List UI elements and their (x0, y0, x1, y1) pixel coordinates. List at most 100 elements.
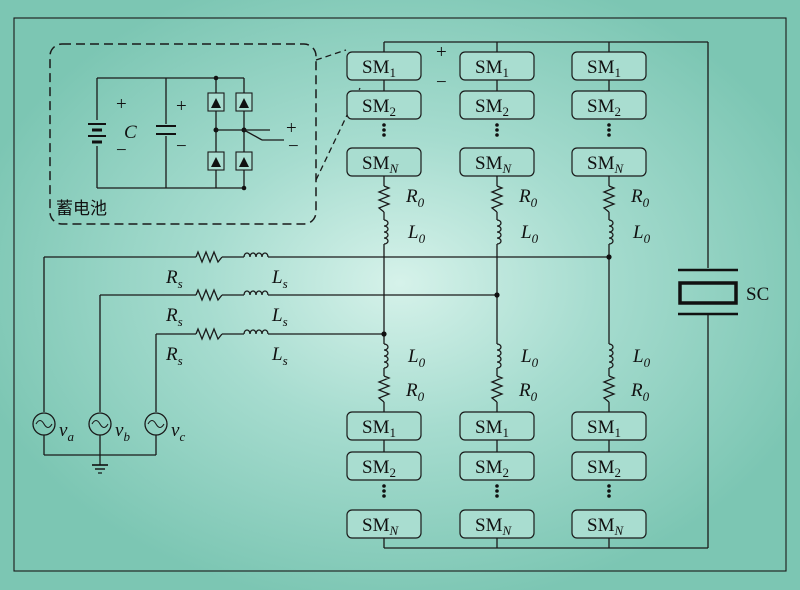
ellipsis-dot (607, 123, 611, 127)
ellipsis-dot (607, 128, 611, 132)
ellipsis-dot (382, 133, 386, 137)
source-label: vc (171, 420, 185, 444)
resistor-rs (195, 327, 223, 341)
sm-module: SM1 (459, 51, 535, 81)
ellipsis-dot (495, 494, 499, 498)
plus-sign-sm: + (436, 42, 447, 63)
sm-label: SM2 (362, 96, 396, 119)
ellipsis-dot (495, 484, 499, 488)
r0-label: R0 (518, 186, 538, 210)
inductor-l0 (608, 219, 614, 245)
sm-module: SM2 (346, 451, 422, 481)
supercapacitor (678, 268, 738, 316)
inductor-ls (243, 252, 269, 258)
plus-sign-battery: + (116, 94, 127, 115)
minus-sign-cap: − (176, 136, 187, 157)
minus-sign-sm: − (436, 72, 447, 93)
l0-label: L0 (632, 222, 651, 246)
ellipsis-dot (382, 484, 386, 488)
arm-impedance-layer (377, 176, 616, 412)
resistor-rs (195, 250, 223, 264)
resistor-r0 (602, 185, 616, 213)
sm-module: SMN (346, 147, 422, 177)
r0-label: R0 (405, 186, 425, 210)
resistor-r0 (602, 375, 616, 403)
l0-label: L0 (632, 346, 651, 370)
resistor-r0 (490, 375, 504, 403)
plus-sign-output: + (286, 118, 297, 139)
sm-label: SM1 (475, 417, 509, 440)
sm-label: SMN (587, 153, 624, 176)
sm-label: SM2 (362, 457, 396, 480)
l0-label: L0 (407, 222, 426, 246)
sm-label: SM2 (475, 457, 509, 480)
ellipsis-dot (382, 128, 386, 132)
inductor-ls (243, 329, 269, 335)
ellipsis-dot (607, 484, 611, 488)
r0-label: R0 (630, 380, 650, 404)
ellipsis-dot (607, 133, 611, 137)
sm-module: SMN (571, 509, 647, 539)
r0-label: R0 (405, 380, 425, 404)
sm-module: SMN (459, 147, 535, 177)
rs-label: Rs (165, 267, 183, 291)
submodule-layer: SM1SM2SMNSM1SM2SMNSM1SM2SMNSM1SM2SMNSM1S… (346, 42, 647, 548)
sm-label: SMN (475, 515, 512, 538)
ellipsis-dot (382, 123, 386, 127)
sm-module: SM2 (346, 90, 422, 120)
l0-label: L0 (520, 222, 539, 246)
ls-label: Ls (271, 305, 288, 329)
ellipsis-dot (495, 123, 499, 127)
zoom-line-top (315, 49, 347, 61)
resistor-r0 (377, 185, 391, 213)
sm-module: SMN (459, 509, 535, 539)
sm-module: SMN (346, 509, 422, 539)
sm-label: SM1 (587, 57, 621, 80)
l0-label: L0 (520, 346, 539, 370)
sm-module: SMN (571, 147, 647, 177)
plus-sign-cap: + (176, 96, 187, 117)
inductor-l0 (496, 219, 502, 245)
ls-label: Ls (271, 267, 288, 291)
inductor-l0 (383, 343, 389, 369)
ellipsis-dot (495, 489, 499, 493)
sm-module: SM2 (459, 90, 535, 120)
ellipsis-dot (607, 489, 611, 493)
sm-label: SMN (475, 153, 512, 176)
sm-label: SMN (587, 515, 624, 538)
ellipsis-dot (495, 133, 499, 137)
minus-sign-output: − (288, 136, 299, 157)
battery-inset (49, 43, 361, 225)
rs-label: Rs (165, 344, 183, 368)
minus-sign-battery: − (116, 140, 127, 161)
resistor-rs (195, 288, 223, 302)
ac-impedance-layer (195, 250, 612, 341)
source-label: vb (115, 420, 130, 444)
r0-label: R0 (518, 380, 538, 404)
resistor-r0 (490, 185, 504, 213)
inductor-l0 (496, 343, 502, 369)
sm-label: SM1 (475, 57, 509, 80)
source-label: va (59, 420, 74, 444)
sm-label: SMN (362, 515, 399, 538)
r0-label: R0 (630, 186, 650, 210)
outer-frame (13, 17, 787, 572)
ac-side (32, 256, 196, 474)
sm-label: SM1 (362, 57, 396, 80)
sm-label: SM1 (362, 417, 396, 440)
sm-label: SMN (362, 153, 399, 176)
ellipsis-dot (495, 128, 499, 132)
ellipsis-dot (382, 494, 386, 498)
sc-label: SC (746, 284, 769, 305)
l0-label: L0 (407, 346, 426, 370)
inductor-ls (243, 290, 269, 296)
capacitor-label: C (124, 122, 137, 143)
sm-label: SM2 (587, 457, 621, 480)
ellipsis-dot (607, 494, 611, 498)
sm-label: SM2 (475, 96, 509, 119)
inductor-l0 (383, 219, 389, 245)
sm-label: SM1 (587, 417, 621, 440)
sm-module: SM1 (346, 411, 422, 441)
sm-module: SM1 (571, 51, 647, 81)
